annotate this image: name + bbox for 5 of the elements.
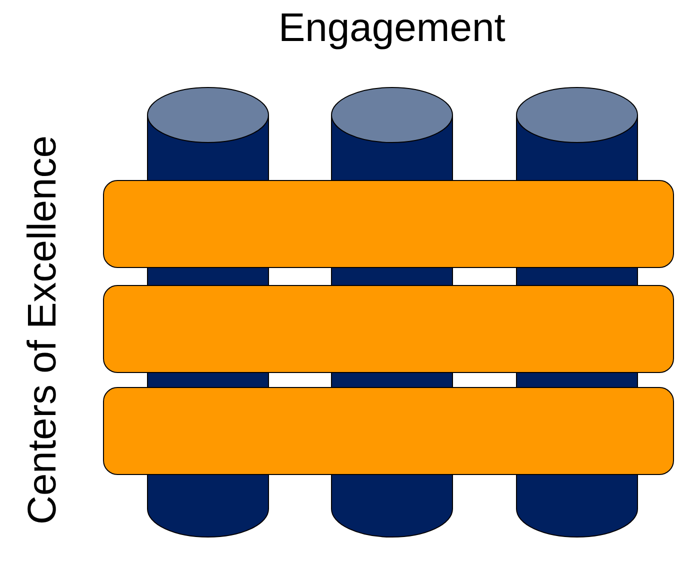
top-axis-label: Engagement <box>278 8 506 48</box>
horizontal-band <box>103 285 674 373</box>
horizontal-band <box>103 387 674 475</box>
side-axis-label: Centers of Excellence <box>22 135 62 525</box>
horizontal-band <box>103 180 674 268</box>
